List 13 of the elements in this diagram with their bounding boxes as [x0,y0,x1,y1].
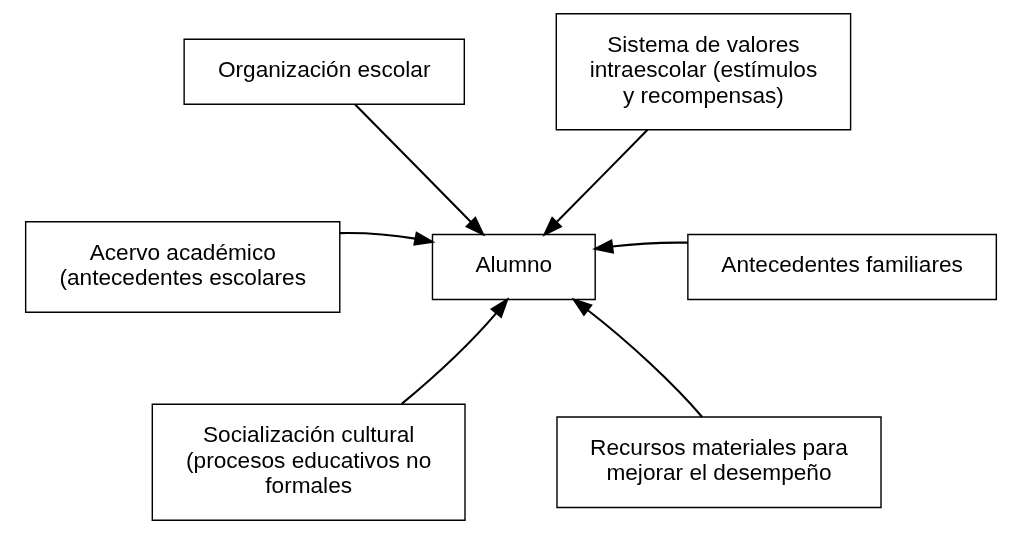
arrow [354,103,486,237]
node-box: Socialización cultural (procesos educativos no formales [151,403,466,521]
arrow [401,297,510,405]
node-box: Acervo académico (antecedentes escolares [24,221,341,313]
node-box: Alumno [431,233,596,301]
arrow [592,239,688,254]
arrow [542,129,649,237]
node-box: Recursos materiales para mejorar el desempeño [556,416,882,509]
node-box: Sistema de valores intraescolar (estímulos y recompensas) [555,13,852,131]
node-box: Organización escolar [183,38,465,105]
arrow [571,297,703,418]
arrow [339,231,436,246]
node-box: Antecedentes familiares [687,233,998,301]
